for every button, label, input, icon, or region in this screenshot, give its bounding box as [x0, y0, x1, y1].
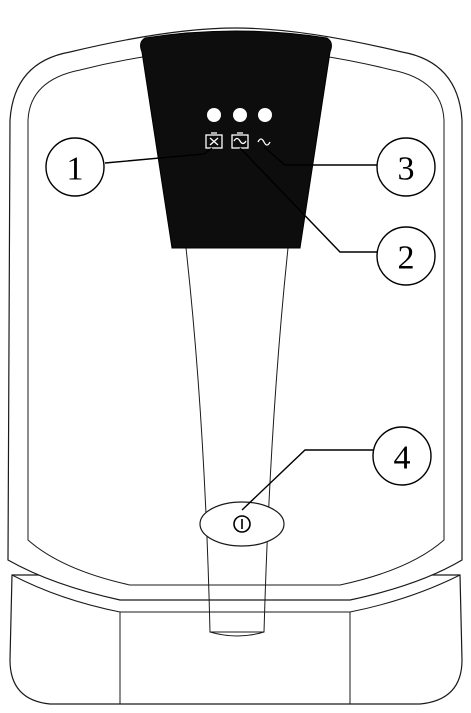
power-icon: [233, 515, 251, 533]
led-2: [233, 108, 247, 122]
battery-fault-icon: [205, 132, 223, 149]
leader-line-1: [104, 147, 213, 164]
leader-line-2: [239, 147, 378, 253]
callout-3: 3: [376, 137, 436, 197]
callout-2: 2: [376, 226, 436, 286]
led-3: [258, 108, 272, 122]
callout-1-label: 1: [67, 151, 84, 188]
power-button[interactable]: [199, 501, 285, 547]
callout-4-label: 4: [394, 440, 411, 477]
led-1: [207, 108, 221, 122]
callout-2-label: 2: [398, 240, 415, 277]
leader-line-3: [263, 146, 378, 166]
callout-4: 4: [372, 426, 432, 486]
leader-line-4: [241, 449, 373, 511]
front-center-channel: [185, 247, 289, 637]
device-body: [7, 27, 463, 601]
device-base: [9, 574, 463, 705]
callout-3-label: 3: [398, 151, 415, 188]
callout-1: 1: [45, 137, 105, 197]
ac-sine-wave-icon: [257, 138, 271, 146]
